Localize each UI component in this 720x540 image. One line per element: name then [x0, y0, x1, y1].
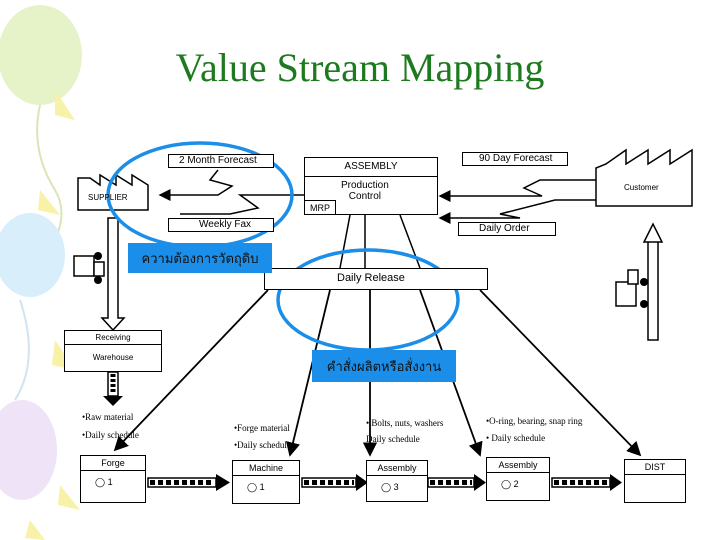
forecast-lightning — [158, 169, 234, 201]
assembly2-note-2: • Daily schedule — [486, 433, 546, 443]
machine-note-1: •Forge material — [234, 423, 290, 433]
customer-truck-icon — [615, 269, 648, 308]
operator-icon: ◯ — [247, 482, 258, 492]
process-machine: Machine ◯ 1 — [232, 460, 300, 504]
assembly2-note-1: •O-ring, bearing, snap ring — [486, 416, 583, 426]
operator-icon: ◯ — [95, 477, 106, 487]
forge-note-2: •Daily schedule — [82, 430, 139, 440]
weekly-fax-lightning — [180, 194, 305, 215]
push-arrows — [147, 474, 622, 491]
process-assembly-2: Assembly ◯ 2 — [486, 457, 550, 501]
assembly-header: ASSEMBLY — [305, 158, 437, 177]
assembly1-note-1: • Bolts, nuts, washers — [366, 418, 444, 428]
day90-forecast-box: 90 Day Forecast — [462, 152, 568, 166]
daily-release-box: Daily Release — [264, 268, 488, 290]
dist-box: DIST — [624, 459, 686, 503]
machine-note-2: •Daily schedule — [234, 440, 291, 450]
supplier-truck-icon — [73, 252, 105, 284]
daily-order-box: Daily Order — [458, 222, 556, 236]
supplier-shipment-arrow — [100, 217, 126, 332]
customer-forecast-lightning — [438, 179, 596, 202]
month-forecast-box: 2 Month Forecast — [168, 154, 274, 168]
operator-icon: ◯ — [381, 482, 392, 492]
supplier-label: SUPPLIER — [88, 193, 128, 202]
forge-note-1: •Raw material — [82, 412, 134, 422]
weekly-fax-box: Weekly Fax — [168, 218, 274, 232]
production-control-box: ASSEMBLY Production Control MRP — [304, 157, 438, 215]
receiving-warehouse-box: Receiving Warehouse — [64, 330, 162, 372]
customer-factory-icon — [595, 148, 693, 207]
production-order-callout: คำสั่งผลิตหรือสั่งงาน — [312, 350, 456, 382]
highlight-ellipse-center — [276, 248, 460, 352]
operator-icon: ◯ — [501, 479, 512, 489]
supplier-factory-icon — [77, 173, 149, 211]
line-to-machine — [285, 289, 331, 457]
customer-shipment-arrow — [647, 239, 659, 341]
production-control-label: Production Control — [341, 180, 389, 202]
customer-label: Customer — [624, 183, 659, 192]
line-to-dist — [479, 289, 642, 457]
page-title: Value Stream Mapping — [175, 45, 545, 90]
process-forge: Forge ◯ 1 — [80, 455, 146, 503]
material-need-callout: ความต้องการวัตถุดิบ — [128, 243, 272, 273]
assembly1-note-2: Daily schedule — [366, 434, 420, 444]
mrp-box: MRP — [305, 200, 336, 215]
process-assembly-1: Assembly ◯ 3 — [366, 460, 428, 502]
daily-order-lightning — [438, 199, 596, 224]
line-to-forge — [113, 289, 269, 452]
